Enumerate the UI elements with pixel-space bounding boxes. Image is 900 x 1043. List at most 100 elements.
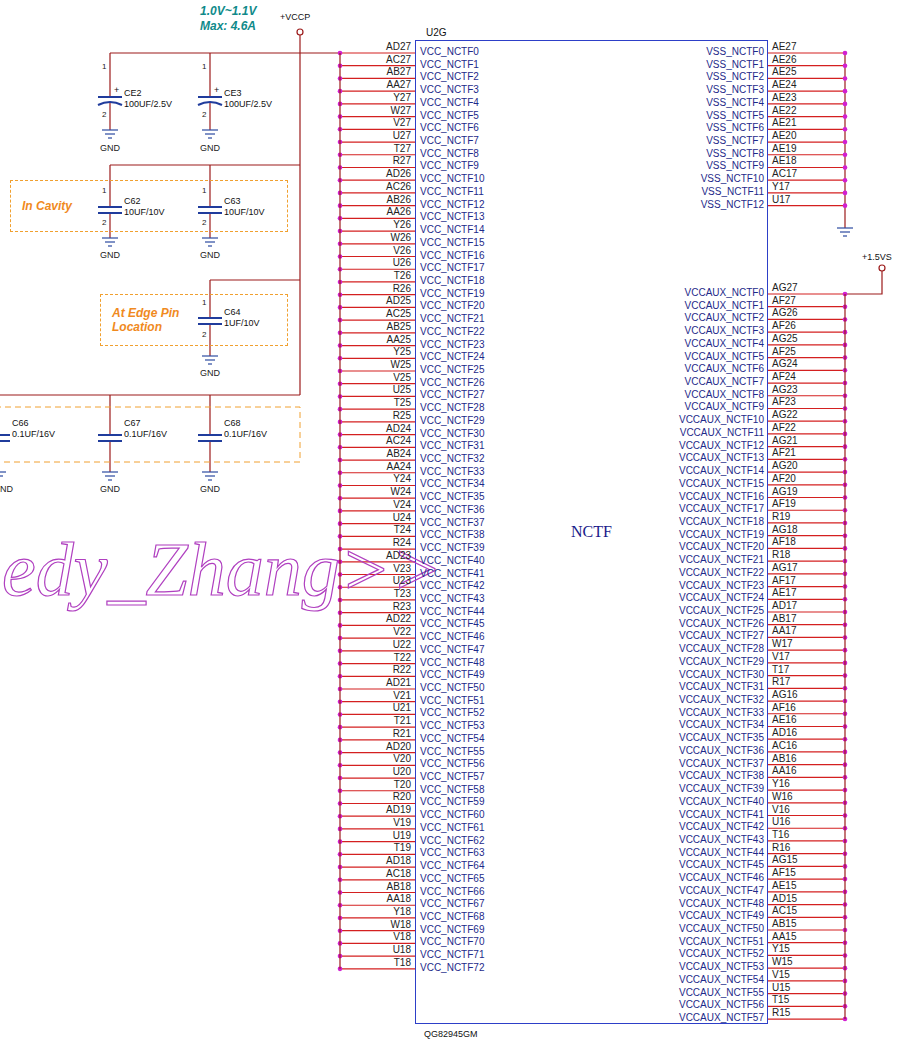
ball-name: V17: [772, 651, 790, 663]
electrolytic-capacitor: [98, 97, 122, 105]
pin-line: [768, 129, 845, 130]
part-value: 10UF/10V: [224, 207, 265, 218]
pin-line: [340, 230, 415, 231]
pin-line: [768, 408, 845, 409]
pin-name: VCCAUX_NCTF26: [679, 618, 764, 630]
pin-name: VCC_NCTF64: [420, 860, 484, 872]
pin-line: [340, 892, 415, 893]
pin-line: [768, 650, 845, 651]
ball-name: Y15: [772, 943, 790, 955]
pin-line: [340, 167, 415, 168]
pin-name: VCCAUX_NCTF29: [679, 656, 764, 668]
pin-dot: [843, 203, 848, 208]
pin-line: [340, 396, 415, 397]
ball-name: AC15: [772, 905, 797, 917]
part-value: 1UF/10V: [224, 318, 260, 329]
part-value: 0.1UF/16V: [124, 429, 167, 440]
ball-name: T19: [394, 842, 411, 854]
pin-name: VCCAUX_NCTF57: [679, 1012, 764, 1024]
ball-name: AF19: [772, 498, 796, 510]
ground-symbol: [102, 238, 118, 246]
pin-line: [340, 854, 415, 855]
ball-name: AG23: [772, 384, 798, 396]
pin-line: [340, 714, 415, 715]
pin-line: [340, 345, 415, 346]
pin-name: VCCAUX_NCTF15: [679, 478, 764, 490]
pin-line: [768, 192, 845, 193]
pin-name: VCCAUX_NCTF45: [679, 859, 764, 871]
ball-name: AE22: [772, 105, 796, 117]
ball-name: U16: [772, 816, 790, 828]
ball-name: V21: [393, 690, 411, 702]
pin-line: [340, 650, 415, 651]
ball-name: V16: [772, 804, 790, 816]
pin-name: VCC_NCTF61: [420, 822, 484, 834]
pin-name: VCC_NCTF23: [420, 339, 484, 351]
ball-name: AG17: [772, 562, 798, 574]
polarity-mark: +: [114, 85, 119, 96]
pin-name: VCCAUX_NCTF46: [679, 872, 764, 884]
pin-line: [768, 116, 845, 117]
pin-line: [340, 752, 415, 753]
pin-name: VCC_NCTF0: [420, 46, 479, 58]
ball-name: U24: [393, 512, 411, 524]
pin-name: VCC_NCTF49: [420, 669, 484, 681]
pin-name: VCC_NCTF54: [420, 733, 484, 745]
pin-line: [340, 930, 415, 931]
pin-name: VCCAUX_NCTF53: [679, 961, 764, 973]
ball-name: AE16: [772, 714, 796, 726]
pin-name: VCC_NCTF16: [420, 250, 484, 262]
pin-name: VSS_NCTF4: [706, 97, 764, 109]
pin-name: VCCAUX_NCTF4: [685, 338, 764, 350]
ball-name: T27: [394, 143, 411, 155]
part-value: 100UF/2.5V: [224, 99, 272, 110]
pin-name: VCCAUX_NCTF35: [679, 732, 764, 744]
pin-name: VCC_NCTF66: [420, 886, 484, 898]
pin-line: [768, 993, 845, 994]
pin-line: [768, 535, 845, 536]
pin-line: [768, 968, 845, 969]
pin-name: VCC_NCTF53: [420, 720, 484, 732]
ball-name: AD23: [386, 550, 411, 562]
pin-name: VCC_NCTF33: [420, 466, 484, 478]
pin-name: VCCAUX_NCTF28: [679, 643, 764, 655]
pin-name: VCC_NCTF38: [420, 529, 484, 541]
pin-name: VCC_NCTF15: [420, 237, 484, 249]
pin-line: [768, 344, 845, 345]
pin-line: [340, 727, 415, 728]
cap-lead: [109, 441, 110, 472]
ball-name: AD21: [386, 677, 411, 689]
pin-name: VCC_NCTF6: [420, 122, 479, 134]
pin-name: VCC_NCTF67: [420, 898, 484, 910]
cap-lead: [209, 280, 210, 318]
part-value: 10UF/10V: [124, 207, 165, 218]
cap-lead: [109, 213, 110, 238]
pin-line: [340, 688, 415, 689]
pin-name: VCCAUX_NCTF30: [679, 669, 764, 681]
ball-name: R20: [393, 791, 411, 803]
pin-line: [768, 433, 845, 434]
pin-name: VCCAUX_NCTF14: [679, 465, 764, 477]
pin-line: [340, 841, 415, 842]
pin-dot: [843, 127, 848, 132]
supply-terminal: [297, 29, 303, 35]
capacitor-symbol: [0, 435, 10, 441]
ball-name: AG21: [772, 435, 798, 447]
pin-line: [340, 434, 415, 435]
watermark: edy_Zhang>>: [2, 531, 442, 607]
ball-name: AC24: [386, 435, 411, 447]
ball-name: AE21: [772, 117, 796, 129]
pin-name: VCC_NCTF56: [420, 758, 484, 770]
pin-number: 1: [102, 186, 106, 196]
pin-line: [340, 65, 415, 66]
part-ref: CE3: [224, 88, 242, 99]
pin-line: [340, 447, 415, 448]
pin-line: [768, 180, 845, 181]
pin-name: VCC_NCTF8: [420, 148, 479, 160]
ground-symbol: [202, 356, 218, 364]
pin-line: [768, 611, 845, 612]
pin-line: [768, 828, 845, 829]
pin-name: VCCAUX_NCTF34: [679, 719, 764, 731]
pin-name: VCC_NCTF19: [420, 288, 484, 300]
pin-line: [768, 382, 845, 383]
